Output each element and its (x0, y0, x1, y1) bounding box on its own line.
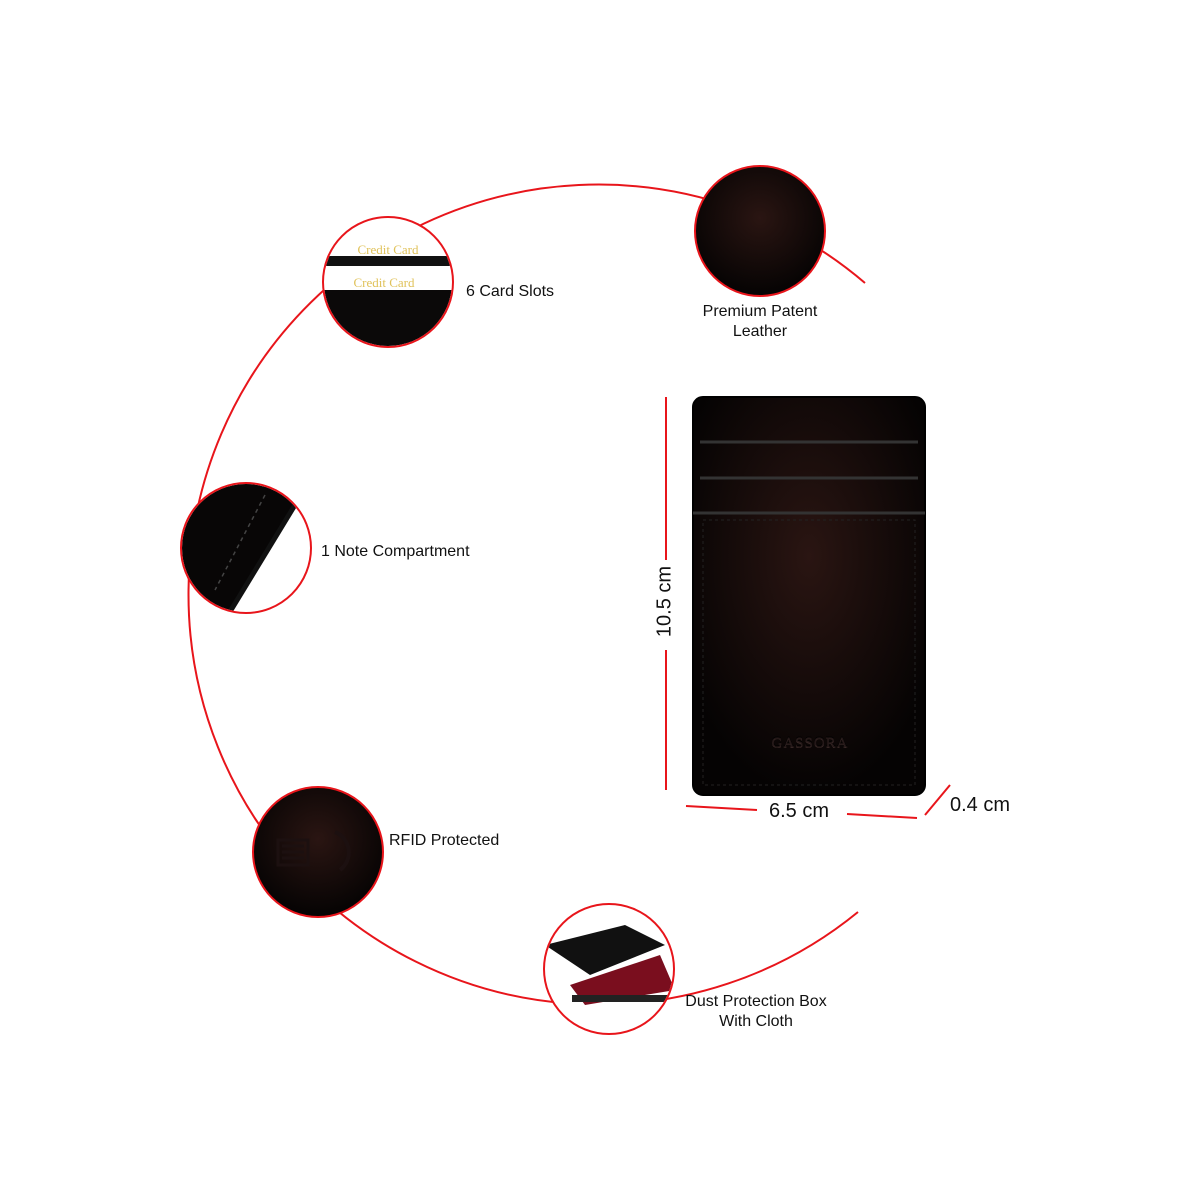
card-slots-icon: Credit Card Credit Card (322, 216, 454, 348)
gift-box-icon (543, 903, 675, 1035)
depth-dimension: 0.4 cm (950, 794, 1011, 816)
leather-texture-icon (694, 165, 826, 297)
dimension-lines (665, 397, 951, 819)
note-compartment-icon (180, 482, 312, 614)
feature-label-dust-box: Dust Protection Box With Cloth (685, 993, 827, 1030)
feature-label-note-compartment: 1 Note Compartment (321, 543, 470, 560)
card-holder-product-image (692, 396, 926, 796)
rfid-logo-icon (252, 786, 384, 918)
feature-label-leather: Premium Patent Leather (702, 303, 818, 340)
card-text: Credit Card (353, 275, 415, 290)
height-dimension: 10.5 cm (653, 565, 676, 638)
feature-label-rfid: RFID Protected (389, 832, 500, 849)
embossed-brand-name: GASSORA (771, 735, 849, 751)
feature-label-card-slots: 6 Card Slots (466, 283, 555, 300)
card-text: Credit Card (357, 242, 419, 257)
width-dimension: 6.5 cm (769, 800, 830, 822)
